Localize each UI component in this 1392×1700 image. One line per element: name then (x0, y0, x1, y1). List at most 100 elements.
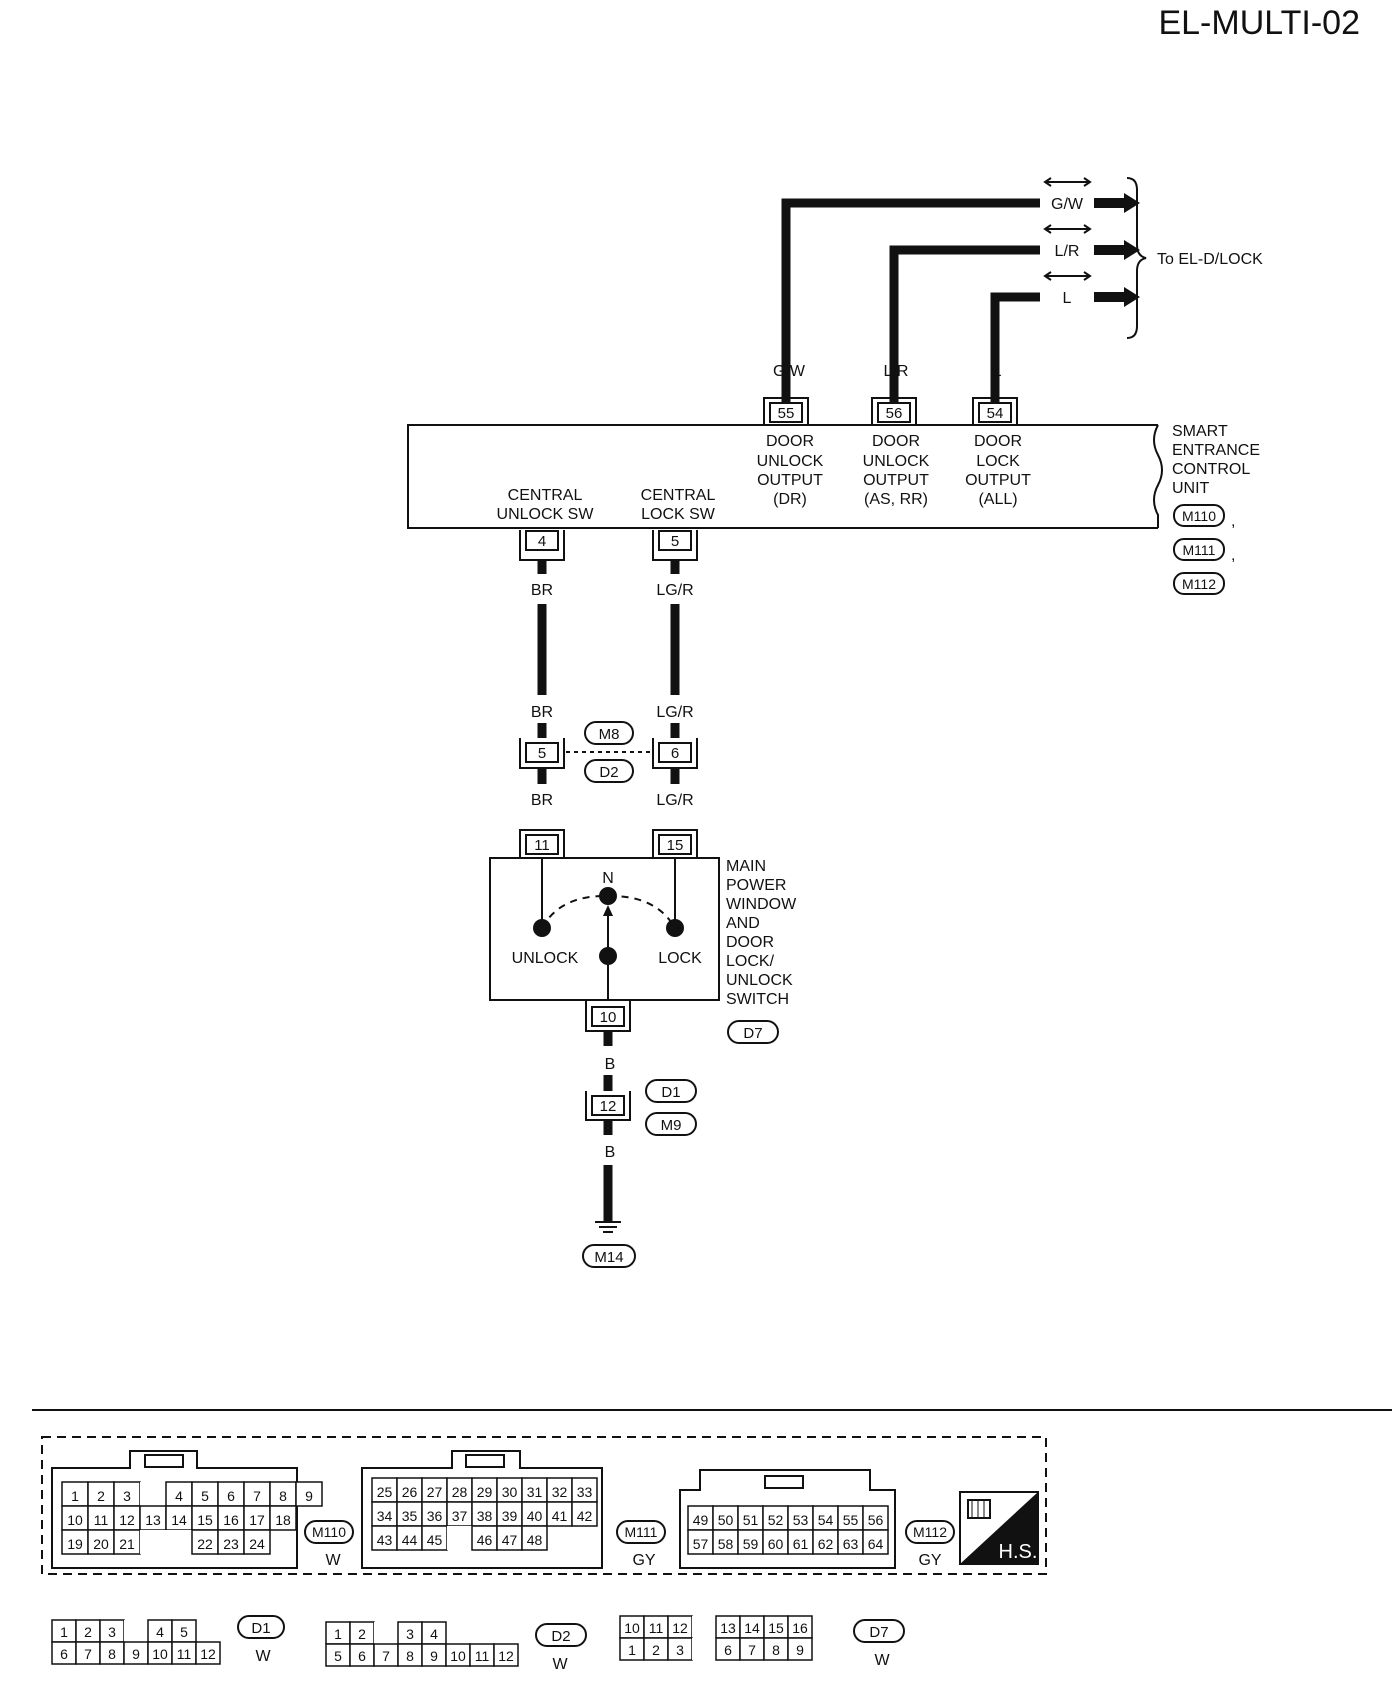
svg-text:5: 5 (538, 745, 546, 762)
destination-brace (1126, 177, 1147, 339)
connector-pin (787, 1529, 814, 1555)
svg-text:WINDOW: WINDOW (726, 896, 797, 913)
connector-pin-label: 17 (249, 1512, 265, 1528)
output-label-all: DOOR LOCK OUTPUT (ALL) (965, 433, 1031, 508)
connector-pin-label: 4 (175, 1488, 183, 1504)
terminal-56: 56 (871, 397, 917, 424)
svg-text:UNIT: UNIT (1172, 480, 1210, 497)
svg-text:W: W (874, 1652, 890, 1669)
svg-text:M111: M111 (625, 1524, 658, 1540)
svg-text:GY: GY (918, 1552, 941, 1569)
svg-text:M9: M9 (661, 1117, 682, 1134)
svg-text:M8: M8 (599, 726, 620, 743)
connector-pin-label: 31 (527, 1484, 543, 1500)
ground-connector-m9: M9 (645, 1112, 697, 1136)
connector-pin-label: 25 (377, 1484, 393, 1500)
connector-pin-label: 40 (527, 1508, 543, 1524)
switch-arrow-icon (603, 905, 613, 916)
connector-pin (712, 1505, 739, 1531)
control-unit-box (407, 424, 1158, 529)
svg-text:,: , (1231, 547, 1235, 564)
svg-text:5: 5 (671, 533, 679, 550)
connector-pin-label: 11 (94, 1512, 109, 1528)
connector-pin-label: 8 (772, 1642, 780, 1658)
connector-pin-label: 10 (152, 1646, 168, 1662)
connector-pin (87, 1505, 115, 1531)
svg-text:M110: M110 (312, 1524, 346, 1540)
svg-text:4: 4 (538, 533, 546, 550)
connector-pin-label: 57 (693, 1536, 709, 1552)
connector-pin (217, 1481, 245, 1507)
arrow-lr-icon (1100, 240, 1140, 260)
connector-pin (165, 1481, 193, 1507)
svg-text:D2: D2 (599, 764, 618, 781)
connector-pin-label: 6 (60, 1646, 68, 1662)
wire-label-b-2: B (605, 1144, 616, 1161)
arrow-l-shaft (1094, 292, 1126, 302)
switch-terminal-11: 11 (519, 829, 565, 858)
svg-text:UNLOCK: UNLOCK (757, 453, 824, 470)
wire-label-b-1: B (605, 1056, 616, 1073)
svg-text:M111: M111 (1183, 542, 1216, 558)
harness-side-icon: H.S. (959, 1491, 1039, 1565)
svg-text:SWITCH: SWITCH (726, 991, 789, 1008)
connector-pin-label: 12 (672, 1620, 688, 1636)
connector-pin (762, 1505, 789, 1531)
connector-pin (837, 1505, 864, 1531)
connector-pin (195, 1641, 221, 1665)
connector-pin (396, 1501, 423, 1527)
joint-connector-m8: M8 (584, 721, 634, 745)
terminal-4: 4 (519, 530, 565, 561)
connector-pin (496, 1525, 523, 1551)
page-title: EL-MULTI-02 (1158, 4, 1360, 42)
input-label-lock-2: LOCK SW (641, 506, 716, 523)
connector-pin-label: 16 (223, 1512, 239, 1528)
control-unit-connector-m111: M111 , (1173, 538, 1235, 564)
connector-pin (217, 1529, 245, 1555)
switch-position-lock: LOCK (658, 950, 702, 967)
connector-pin-label: 54 (818, 1512, 834, 1528)
connector-pin (496, 1477, 523, 1503)
arrow-gw-icon (1100, 193, 1140, 213)
connector-pin-label: 15 (197, 1512, 213, 1528)
connector-pin-label: 4 (156, 1624, 164, 1640)
connector-pin (243, 1529, 271, 1555)
switch-position-unlock: UNLOCK (512, 950, 579, 967)
connector-pin-label: 55 (843, 1512, 859, 1528)
connector-pin-label: 35 (402, 1508, 418, 1524)
connector-pin (269, 1505, 297, 1531)
connector-pin-label: 5 (201, 1488, 209, 1504)
wire-label-br-3: BR (531, 792, 553, 809)
svg-text:CONTROL: CONTROL (1172, 461, 1250, 478)
svg-text:(ALL): (ALL) (978, 491, 1017, 508)
svg-text:OUTPUT: OUTPUT (863, 472, 929, 489)
connector-pin-label: 8 (406, 1648, 414, 1664)
svg-text:54: 54 (987, 405, 1004, 422)
connector-pin-label: 49 (693, 1512, 709, 1528)
terminal-54: 54 (972, 397, 1018, 424)
svg-text:(AS, RR): (AS, RR) (864, 491, 928, 508)
connector-pin-label: 60 (768, 1536, 784, 1552)
connector-pin-label: 1 (71, 1488, 79, 1504)
wire-gw-output (781, 198, 1040, 402)
connector-pin-label: 26 (402, 1484, 418, 1500)
svg-text:D7: D7 (743, 1025, 762, 1042)
svg-text:UNLOCK: UNLOCK (863, 453, 930, 470)
svg-text:6: 6 (671, 745, 679, 762)
svg-text:D1: D1 (661, 1084, 680, 1101)
svg-text:D7: D7 (869, 1624, 888, 1641)
ground-connector-m14: M14 (582, 1244, 636, 1268)
connector-pin-label: 13 (145, 1512, 161, 1528)
connector-pin-label: 33 (577, 1484, 593, 1500)
connector-pin-label: 46 (477, 1532, 493, 1548)
connector-pin-label: 19 (67, 1536, 83, 1552)
connector-pin (87, 1529, 115, 1555)
svg-text:DOOR: DOOR (766, 433, 814, 450)
connector-pin (812, 1529, 839, 1555)
connector-pin-label: 5 (334, 1648, 342, 1664)
svg-text:OUTPUT: OUTPUT (757, 472, 823, 489)
connector-pin-label: 23 (223, 1536, 239, 1552)
input-label-lock-1: CENTRAL (641, 487, 716, 504)
connector-pin-label: 50 (718, 1512, 734, 1528)
